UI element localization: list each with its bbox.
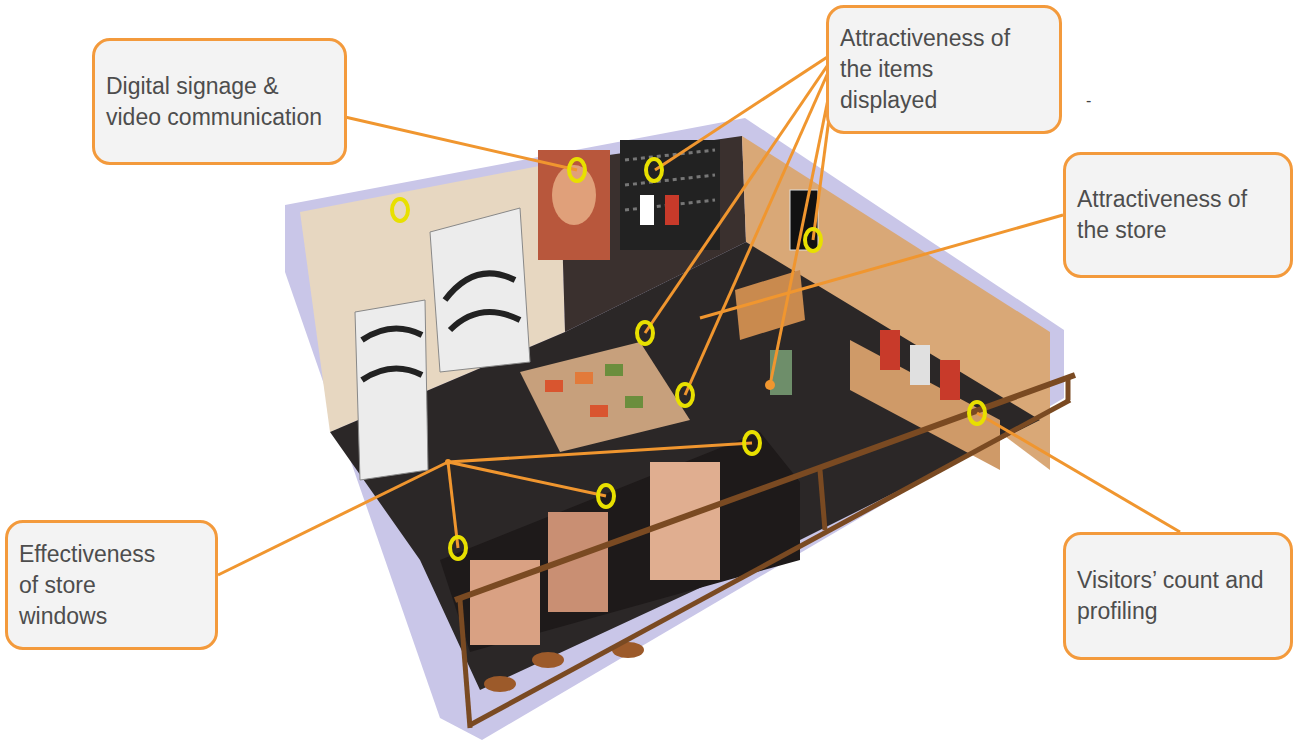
callout-text: Digital signage & video communication: [106, 71, 338, 133]
zebra-pattern: [445, 273, 520, 330]
folded-item: [605, 364, 623, 376]
sensor-marker: [392, 199, 408, 221]
sensor-marker: [646, 159, 662, 181]
display-column: [355, 300, 428, 480]
display-cube: [430, 208, 530, 372]
callout-text: Visitors’ count and profiling: [1077, 565, 1269, 627]
leader-line: [448, 462, 458, 548]
callout-box: Attractiveness of the items displayed: [826, 5, 1062, 134]
leader-line: [700, 215, 1063, 318]
callout-box: Attractiveness of the store: [1063, 152, 1293, 278]
sensor-marker: [450, 537, 466, 559]
leader-junction: [445, 459, 451, 465]
callout-text: Effectiveness of store windows: [19, 539, 179, 632]
mannequin-base: [532, 652, 564, 668]
leader-line: [977, 413, 1180, 532]
callout-box: Digital signage & video communication: [92, 38, 347, 165]
sensor-markers: [392, 159, 985, 559]
sensor-dot: [765, 380, 775, 390]
garment: [940, 360, 960, 400]
railing: [470, 400, 1070, 725]
center-table: [520, 342, 690, 452]
leader-line: [685, 50, 838, 395]
callout-body: Effectiveness of store windows: [19, 539, 179, 632]
folded-item: [590, 405, 608, 417]
railing-post: [460, 600, 470, 728]
railing-post: [1066, 378, 1071, 400]
callout-box: Effectiveness of store windows: [5, 520, 218, 650]
garment: [665, 195, 679, 225]
zebra-pattern: [362, 329, 422, 380]
callout-body: Visitors’ count and profiling: [1077, 565, 1269, 627]
sensor-marker: [744, 432, 760, 454]
garment: [910, 345, 930, 385]
mannequin-base: [484, 676, 516, 692]
store-base: [285, 118, 1064, 740]
callout-text: Attractiveness of the items displayed: [840, 23, 1018, 116]
folded-item: [575, 372, 593, 384]
leader-line: [448, 462, 606, 496]
sensor-marker: [569, 159, 585, 181]
folded-item: [625, 396, 643, 408]
leader-line: [218, 462, 448, 575]
callout-body: Attractiveness of the items displayed: [840, 23, 1018, 116]
garment: [880, 330, 900, 370]
shelf-stripe: [625, 175, 715, 185]
callout-body: Digital signage & video communication: [106, 71, 338, 133]
garment: [640, 195, 654, 225]
folded-item: [545, 380, 563, 392]
sensor-marker: [598, 485, 614, 507]
railing-post: [820, 470, 825, 530]
callout-box: Visitors’ count and profiling: [1063, 532, 1293, 660]
leader-line: [448, 443, 752, 462]
video-poster: [538, 150, 610, 260]
sensor-marker: [637, 322, 653, 344]
sensor-marker: [677, 384, 693, 406]
sensor-marker: [805, 229, 821, 251]
callout-body: Attractiveness of the store: [1077, 184, 1255, 246]
stray-mark: -: [1086, 92, 1091, 110]
leader-line: [345, 117, 577, 170]
shelf-panel: [620, 140, 720, 250]
window-poster: [650, 462, 720, 580]
poster-figure: [552, 165, 596, 225]
sensor-marker: [969, 402, 985, 424]
callout-text: Attractiveness of the store: [1077, 184, 1255, 246]
